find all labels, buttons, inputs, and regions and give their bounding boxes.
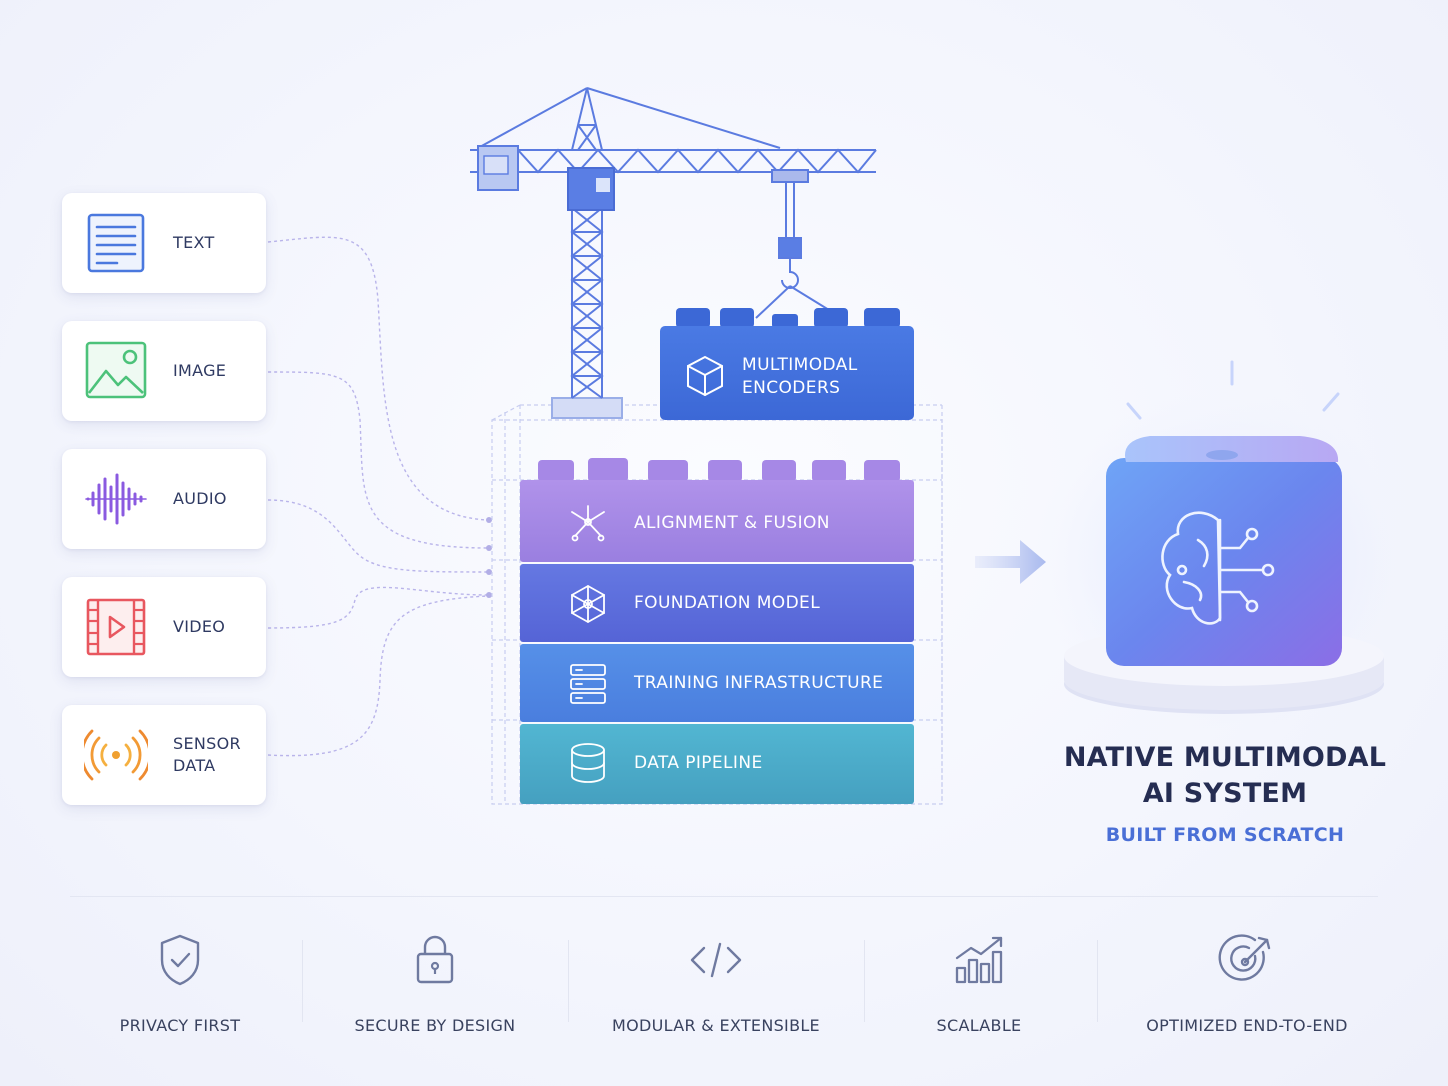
feature-privacy: PRIVACY FIRST [90,930,270,1035]
input-label-text: TEXT [173,233,215,252]
document-icon [87,213,145,273]
feature-label-secure: SECURE BY DESIGN [354,1016,516,1035]
encoder-label-line1: MULTIMODAL [742,355,858,375]
encoder-label-line2: ENCODERS [742,378,841,398]
database-icon [571,743,605,783]
ai-cube-illustration [1034,360,1414,730]
cube-icon [687,355,723,397]
result-title-line1: NATIVE MULTIMODAL [1063,742,1387,773]
feature-label-optimized: OPTIMIZED END-TO-END [1146,1016,1348,1035]
stack-bricks [520,458,914,804]
input-label-sensor-line1: SENSOR [173,734,241,753]
merge-icon [571,505,605,542]
feature-label-scalable: SCALABLE [936,1016,1022,1035]
encoder-block-shape [660,308,914,420]
feature-separator [864,940,865,1022]
input-label-video: VIDEO [173,617,226,636]
input-card-text: TEXT [62,193,266,293]
server-icon [570,664,606,704]
feature-modular: MODULAR & EXTENSIBLE [606,930,826,1035]
bar-chart-up-icon [955,936,1003,984]
input-card-audio: AUDIO [62,449,266,549]
feature-label-privacy: PRIVACY FIRST [119,1016,241,1035]
audio-waveform-icon [85,473,147,525]
crane [470,87,877,419]
input-label-sensor-line2: DATA [173,756,216,775]
feature-separator [568,940,569,1022]
network-icon [571,584,605,624]
stack-label-data-pipeline: DATA PIPELINE [634,753,763,773]
stack-label-foundation: FOUNDATION MODEL [634,593,821,613]
image-icon [85,341,147,399]
feature-scalable: SCALABLE [900,930,1058,1035]
lock-icon [416,935,454,984]
stack-label-alignment: ALIGNMENT & FUSION [634,513,830,533]
video-frame-icon [86,598,146,656]
footer-divider [70,896,1378,897]
target-icon [1218,934,1271,981]
stack-label-training: TRAINING INFRASTRUCTURE [634,673,884,693]
feature-separator [302,940,303,1022]
code-icon [690,942,742,978]
arrow-right-icon [975,540,1046,584]
brain-circuit-icon [1161,511,1275,625]
feature-separator [1097,940,1098,1022]
feature-optimized: OPTIMIZED END-TO-END [1140,930,1354,1035]
input-card-video: VIDEO [62,577,266,677]
input-card-sensor: SENSOR DATA [62,705,266,805]
result-subtitle: BUILT FROM SCRATCH [1105,824,1345,846]
input-label-audio: AUDIO [173,489,227,508]
feature-label-modular: MODULAR & EXTENSIBLE [612,1016,820,1035]
shield-check-icon [160,934,200,986]
sensor-signal-icon [84,729,148,781]
feature-secure: SECURE BY DESIGN [335,930,535,1035]
input-label-image: IMAGE [173,361,227,380]
input-card-image: IMAGE [62,321,266,421]
result-title-line2: AI SYSTEM [1142,778,1308,809]
